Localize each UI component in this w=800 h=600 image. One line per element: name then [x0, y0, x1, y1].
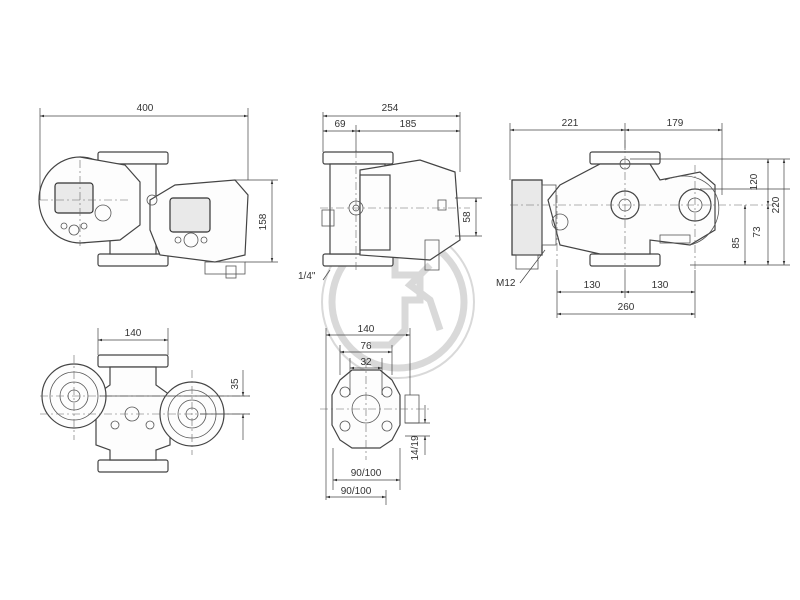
- end-view: [509, 123, 790, 318]
- side-view-overall-dim: 254: [382, 103, 399, 114]
- top-view-width-dim: 400: [137, 103, 154, 114]
- end-view-h220-dim: 220: [771, 196, 782, 213]
- flange-view: [320, 328, 430, 505]
- end-view-b130b-dim: 130: [652, 280, 669, 291]
- flange-view-pcd2-dim: 90/100: [341, 486, 372, 497]
- side-view: [320, 112, 482, 281]
- end-view-right-dim: 179: [667, 118, 684, 129]
- top-view-height-dim: 158: [258, 213, 269, 230]
- side-view-height-dim: 58: [462, 211, 473, 223]
- side-view-thread-label: 1/4": [298, 271, 316, 282]
- flange-view-holes-dim: 14/19: [410, 435, 421, 460]
- end-view-bolt-label: M12: [496, 278, 516, 289]
- side-view-right-dim: 185: [400, 119, 417, 130]
- end-view-left-dim: 221: [562, 118, 579, 129]
- end-view-b130a-dim: 130: [584, 280, 601, 291]
- bottom-view-offset-dim: 35: [230, 378, 241, 390]
- flange-view-d76-dim: 76: [360, 341, 372, 352]
- end-view-h120-dim: 120: [749, 173, 760, 190]
- bottom-view-width-dim: 140: [125, 328, 142, 339]
- top-view: [38, 108, 278, 279]
- flange-view-d32-dim: 32: [360, 357, 372, 368]
- end-view-b260-dim: 260: [618, 302, 635, 313]
- bottom-view: [40, 328, 250, 473]
- end-view-h73-dim: 73: [752, 226, 763, 238]
- end-view-h85-dim: 85: [731, 237, 742, 249]
- side-view-left-dim: 69: [334, 119, 346, 130]
- flange-view-d140-dim: 140: [358, 324, 375, 335]
- flange-view-pcd1-dim: 90/100: [351, 468, 382, 479]
